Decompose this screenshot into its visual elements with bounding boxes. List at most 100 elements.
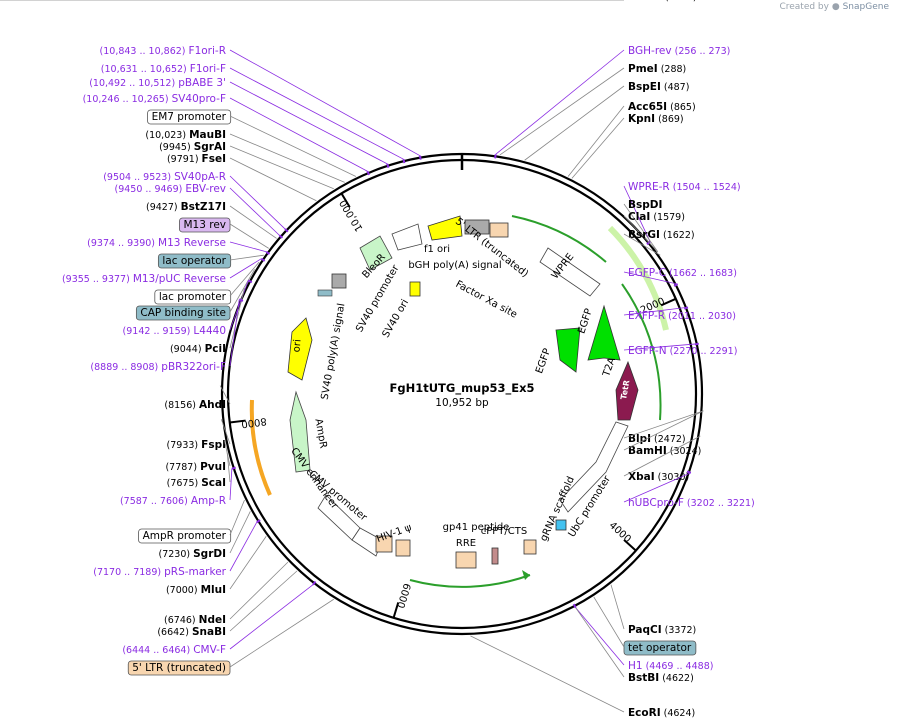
right-feature-label: H1 (4469 .. 4488) <box>628 660 713 672</box>
feature-name: tet operator <box>628 642 692 654</box>
primer-mark <box>572 603 577 609</box>
feature-name: PaqCI <box>628 624 662 636</box>
feature-range: (9355 .. 9377) <box>62 274 133 285</box>
left-feature-label: (10,492 .. 10,512) pBABE 3' <box>89 77 226 89</box>
right-leader-lines: BGH-rev (256 .. 273)PmeI (288)BspEI (487… <box>0 0 755 719</box>
tick-mark <box>392 602 400 619</box>
primer-mark <box>494 154 497 159</box>
feature-range: (7230) <box>159 549 194 560</box>
feature-range: (9374 .. 9390) <box>87 238 158 249</box>
left-feature-label: (10,246 .. 10,265) SV40pro-F <box>83 93 226 105</box>
feature-name: PvuI <box>200 461 226 473</box>
feature-range: (4624) <box>661 708 696 719</box>
ltr-box <box>489 222 509 238</box>
tick-mark <box>229 419 246 424</box>
lac-operator-box <box>317 289 333 297</box>
tick-label: 10,000 <box>338 197 365 233</box>
feature-name: 5' LTR (truncated) <box>132 662 226 674</box>
right-feature-label: BspEI (487) <box>628 81 689 93</box>
credit-brand: SnapGene <box>842 2 889 12</box>
tick-label: 4000 <box>607 520 633 545</box>
inner-label: ori <box>291 339 303 353</box>
leader-line <box>623 306 688 316</box>
inner-label: AmpR <box>312 418 328 449</box>
feature-range: (1504 .. 1524) <box>670 182 741 193</box>
feature-range: (7170 .. 7189) <box>93 567 164 578</box>
inner-label: SV40 ori <box>381 298 412 340</box>
primer-mark <box>366 170 370 176</box>
feature-range: (6444 .. 6464) <box>122 645 193 656</box>
leader-line <box>229 598 334 668</box>
feature-range: (256 .. 273) <box>672 46 731 57</box>
feature-name: pBABE 3' <box>178 77 226 89</box>
leader-line <box>229 97 368 172</box>
primer-mark <box>418 155 422 160</box>
left-feature-label: (9427) BstZ17I <box>146 201 226 213</box>
right-feature-label: EGFP-C (1662 .. 1683) <box>628 267 737 279</box>
feature-name: CAP binding site <box>140 307 226 319</box>
leader-line <box>623 185 651 242</box>
feature-name: M13 Reverse <box>158 237 226 249</box>
rre-box <box>455 551 477 569</box>
leader-line <box>229 299 240 367</box>
feature-range: (7000) <box>166 585 201 596</box>
ori-arrow <box>287 317 313 381</box>
right-feature-label: PaqCI (3372) <box>628 624 696 636</box>
feature-name: BstBI <box>628 672 659 684</box>
inner-label: cPPT/CTS <box>481 526 527 537</box>
feature-name: CMV-F <box>193 644 226 656</box>
leader-line <box>567 105 625 177</box>
feature-name: EM7 promoter <box>152 111 227 123</box>
plasmid-name: FgH1tUTG_mup53_Ex5 <box>389 381 534 396</box>
snapgene-credit: Created by ● SnapGene <box>779 2 889 12</box>
h1-box <box>555 519 567 531</box>
leader-line <box>229 258 262 279</box>
leader-line <box>229 468 233 501</box>
feature-name: WPRE-R <box>628 181 670 193</box>
left-feature-label: (7230) SgrDI <box>159 548 227 560</box>
left-feature-label: lac operator <box>162 255 226 267</box>
leader-line <box>571 117 625 179</box>
primer-mark <box>312 580 317 586</box>
feature-range: (1622) <box>660 230 695 241</box>
leader-line <box>229 241 267 253</box>
leader-line <box>229 223 269 249</box>
leader-line <box>219 385 231 405</box>
leader-line <box>575 607 625 666</box>
leader-line <box>623 343 699 351</box>
sv40-polya-box <box>331 273 347 289</box>
feature-name: M13 rev <box>183 219 226 231</box>
tick-mark <box>340 192 351 208</box>
leader-line <box>623 271 678 285</box>
feature-tag-box <box>138 528 232 544</box>
right-feature-label: EXFP-R (2011 .. 2030) <box>628 310 736 322</box>
feature-name: BlpI <box>628 433 651 445</box>
feature-name: SnaBI <box>192 626 226 638</box>
leader-line <box>229 145 334 190</box>
right-feature-label: tet operator <box>628 642 692 654</box>
feature-range: (8156) <box>164 400 199 411</box>
primer-mark <box>260 257 266 262</box>
leader-line <box>499 67 625 156</box>
cppt-box <box>523 539 537 555</box>
feature-name: EXFP-R <box>628 310 665 322</box>
feature-name: NdeI <box>199 614 226 626</box>
right-feature-label: EcoRI (4624) <box>628 707 695 719</box>
leader-line <box>229 115 357 177</box>
primer-mark <box>231 466 236 470</box>
feature-name: F1ori-F <box>190 63 226 75</box>
leader-line <box>623 233 661 256</box>
primer-mark <box>694 342 699 346</box>
orange-feature-arc <box>249 399 272 496</box>
feature-tag-box <box>157 253 232 269</box>
leader-line <box>229 584 314 650</box>
feature-range: (9504 .. 9523) <box>103 172 174 183</box>
leader-line <box>495 49 625 155</box>
feature-name: M13/pUC Reverse <box>133 273 226 285</box>
feature-tag-box <box>623 640 697 656</box>
f1-ori-arrow <box>427 215 463 241</box>
feature-name: AmpR promoter <box>143 530 227 542</box>
feature-range: (10,631 .. 10,652) <box>101 64 190 75</box>
primer-mark <box>646 240 651 245</box>
